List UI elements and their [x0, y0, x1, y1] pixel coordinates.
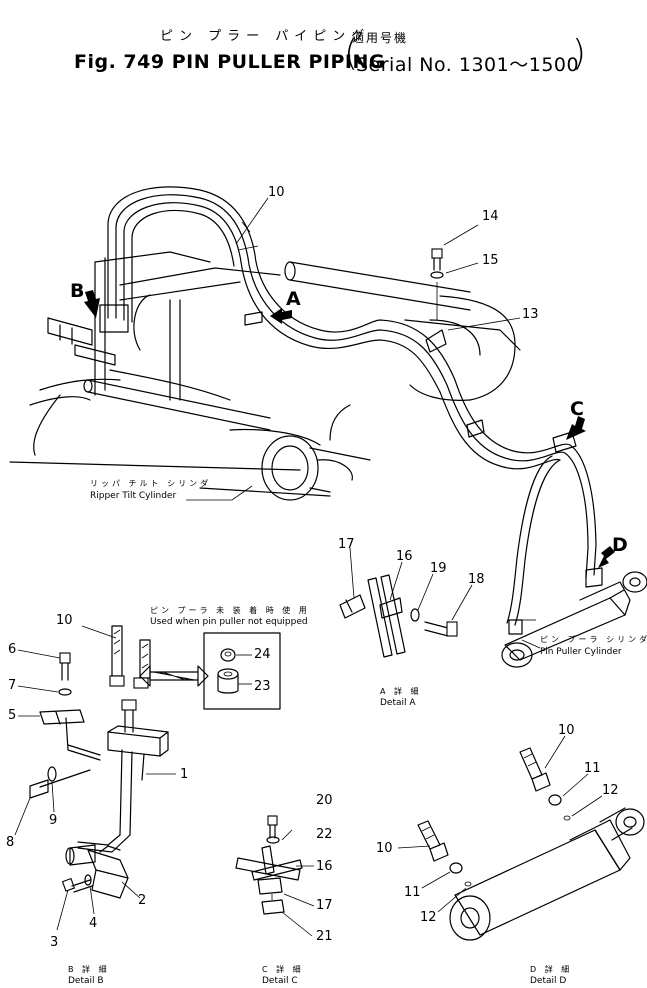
- detail-a-jp: A 詳 細: [380, 687, 422, 696]
- callout-23: 23: [254, 679, 271, 694]
- not-equipped-jp: ピン プーラ 未 装 着 時 使 用: [150, 606, 310, 615]
- serial-japanese: 適用号機: [352, 31, 409, 45]
- callout-9: 9: [49, 813, 58, 828]
- figure-title: Fig. 749 PIN PULLER PIPING: [74, 51, 385, 73]
- main-hoses: [47, 186, 603, 635]
- callout-10-detail-b: 10: [56, 613, 73, 628]
- callout-15: 15: [482, 253, 499, 268]
- detail-b-drawing: [14, 625, 176, 931]
- detail-b-jp: B 詳 細: [68, 965, 110, 974]
- callout-3: 3: [50, 935, 59, 950]
- callout-10-main: 10: [268, 185, 285, 200]
- callout-21: 21: [316, 929, 333, 944]
- callout-20: 20: [316, 793, 333, 808]
- detail-c-label: Detail C: [262, 976, 298, 986]
- callout-1: 1: [180, 767, 189, 782]
- pin-puller-cylinder-jp: ピン プーラ シリンダ: [540, 635, 647, 644]
- title-japanese: ピン プラー パイピング: [160, 29, 371, 44]
- detail-d-label: Detail D: [530, 976, 567, 986]
- callout-16-detail-c: 16: [316, 859, 333, 874]
- callout-22: 22: [316, 827, 333, 842]
- detail-d-drawing: [397, 735, 645, 941]
- detail-d-jp: D 詳 細: [530, 965, 573, 974]
- main-frame: [9, 251, 521, 501]
- main-leaders: [186, 197, 541, 649]
- view-marker-a: A: [286, 288, 301, 310]
- not-equipped-label: Used when pin puller not equipped: [150, 617, 308, 627]
- callout-14: 14: [482, 209, 499, 224]
- callout-19: 19: [430, 561, 447, 576]
- callout-10-detail-d-lower: 10: [376, 841, 393, 856]
- ripper-tilt-cylinder-label: Ripper Tilt Cylinder: [90, 491, 177, 501]
- detail-b-label: Detail B: [68, 976, 104, 986]
- bolt-14: [430, 224, 479, 320]
- callout-2: 2: [138, 893, 147, 908]
- callout-12-detail-d-upper: 12: [602, 783, 619, 798]
- view-marker-d: D: [612, 534, 628, 556]
- detail-a-label: Detail A: [380, 698, 416, 708]
- pin-puller-cylinder: [501, 571, 647, 668]
- pin-puller-cylinder-label: Pin Puller Cylinder: [540, 647, 622, 657]
- callout-7: 7: [8, 678, 17, 693]
- callout-12-detail-d-lower: 12: [420, 910, 437, 925]
- detail-a-drawing: [339, 547, 473, 658]
- callout-10-detail-d-upper: 10: [558, 723, 575, 738]
- callout-6: 6: [8, 642, 17, 657]
- callout-13: 13: [522, 307, 539, 322]
- callout-8: 8: [6, 835, 15, 850]
- callout-16-detail-a: 16: [396, 549, 413, 564]
- detail-c-drawing: [235, 815, 315, 937]
- paren-close: ): [572, 33, 587, 74]
- callout-11-detail-d-lower: 11: [404, 885, 421, 900]
- detail-c-jp: C 詳 細: [262, 965, 304, 974]
- view-marker-b: B: [70, 280, 85, 302]
- callout-11-detail-d-upper: 11: [584, 761, 601, 776]
- view-arrows: [84, 290, 615, 568]
- callout-18: 18: [468, 572, 485, 587]
- view-marker-c: C: [570, 398, 584, 420]
- callout-24: 24: [254, 647, 271, 662]
- callout-4: 4: [89, 916, 98, 931]
- not-equipped-box: [139, 632, 281, 710]
- callout-5: 5: [8, 708, 17, 723]
- serial-range: Serial No. 1301～1500: [356, 54, 580, 76]
- callout-17-detail-c: 17: [316, 898, 333, 913]
- paren-open: (: [344, 33, 359, 74]
- ripper-tilt-cylinder-jp: リッパ チルト シリンダ: [90, 479, 212, 488]
- callout-17-detail-a: 17: [338, 537, 355, 552]
